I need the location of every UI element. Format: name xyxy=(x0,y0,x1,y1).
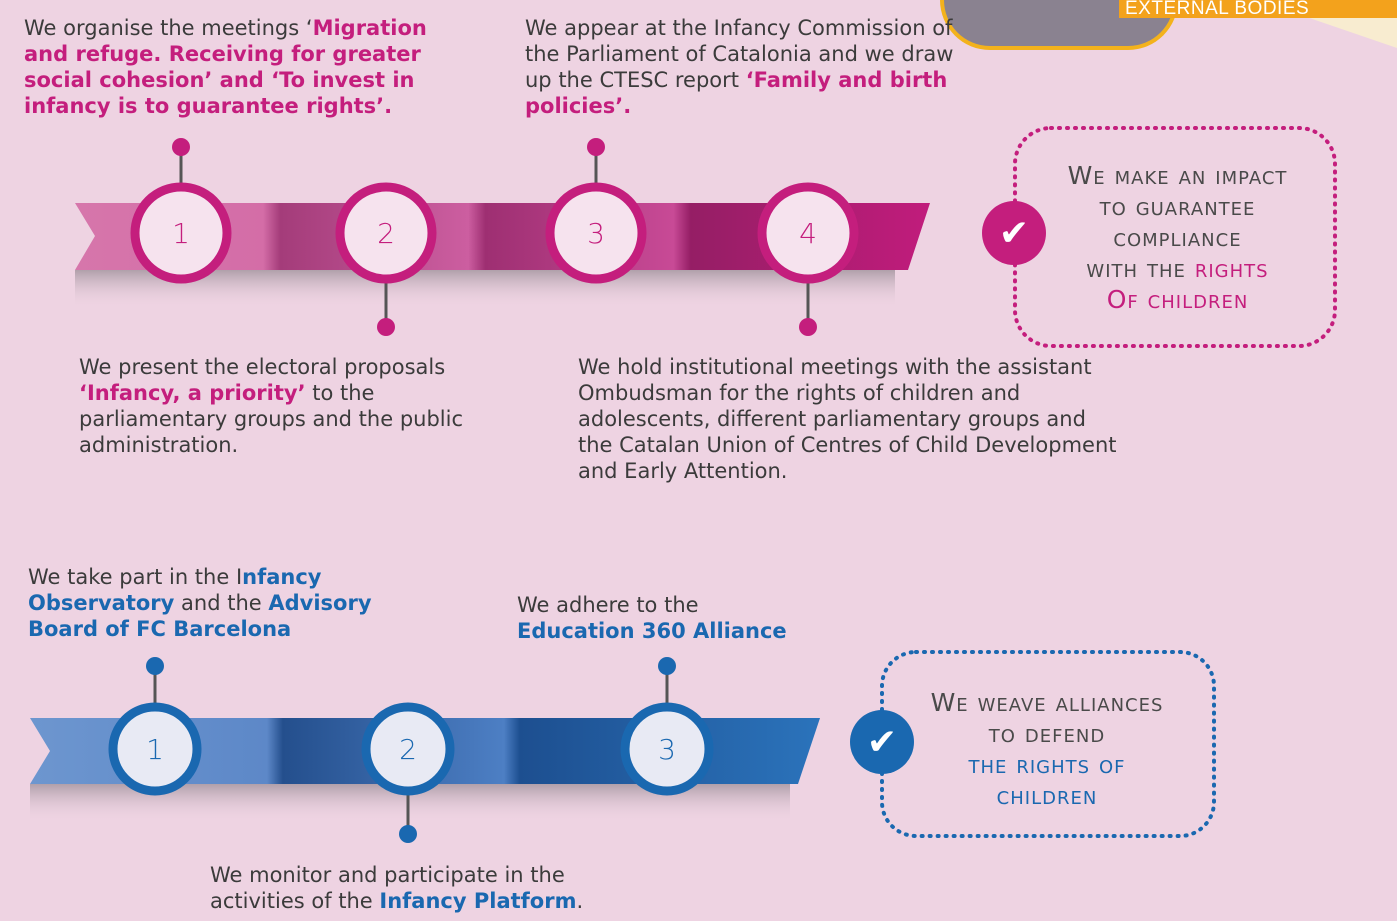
pink-step-number-1: 1 xyxy=(172,217,190,250)
blue-step1-text-bold1: nfancy Observatory xyxy=(28,565,322,615)
pink-step2-text: We present the electoral proposals ‘Infa… xyxy=(79,354,479,458)
pink-step-number-3: 3 xyxy=(587,217,605,250)
blue-step-circles xyxy=(108,702,714,796)
pink-check-badge xyxy=(982,201,1046,265)
pink-connector-dots xyxy=(172,138,817,336)
pink-step3-text: We appear at the Infancy Commission of t… xyxy=(525,15,965,119)
pink-step3-text-pre: We appear at the Infancy Commission of t… xyxy=(525,16,954,92)
pink-step2-text-bold: ‘Infancy, a priority’ xyxy=(79,381,306,405)
pink-step1-text: We organise the meetings ‘Migration and … xyxy=(24,15,464,119)
pink-step2-text-pre: We present the electoral proposals xyxy=(79,355,446,379)
pink-check-icon: ✔ xyxy=(999,213,1029,254)
pink-summary-line2: to guarantee xyxy=(1099,192,1256,221)
pink-step2-text-post: to the parliamentary groups and the publ… xyxy=(79,381,464,457)
pink-summary-text: We make an impact to guarantee complianc… xyxy=(1030,160,1325,315)
pink-summary-line4-accent: rights xyxy=(1194,254,1269,283)
blue-step3-text-bold: Education 360 Alliance xyxy=(517,619,787,643)
section-badge: EXTERNAL BODIES xyxy=(1119,0,1397,18)
blue-step2-text-pre: We monitor and participate in the activi… xyxy=(210,863,565,913)
blue-summary-box xyxy=(880,650,1216,838)
pink-summary-line4: with the rights xyxy=(1030,253,1325,284)
pink-ribbon-shadow xyxy=(75,270,895,308)
blue-check-icon: ✔ xyxy=(867,722,897,763)
blue-step-number-3: 3 xyxy=(658,733,676,766)
blue-step3-text-pre: We adhere to the xyxy=(517,593,699,617)
blue-check-badge xyxy=(850,710,914,774)
pink-summary-box xyxy=(1013,126,1337,348)
blue-step-number-1: 1 xyxy=(146,733,164,766)
pink-summary-line1: We make an impact xyxy=(1067,161,1288,190)
blue-step1-text-mid: and the xyxy=(174,591,269,615)
blue-step2-text-post: . xyxy=(576,889,584,913)
blue-step2-text-bold: Infancy Platform xyxy=(379,889,577,913)
blue-step1-text-bold2: Advisory Board of FC Barcelona xyxy=(28,591,372,641)
blue-summary-line2: to defend xyxy=(988,719,1106,748)
blue-step1-text-pre: We take part in the I xyxy=(28,565,243,589)
pink-step3-text-bold: ‘Family and birth policies’. xyxy=(525,68,948,118)
pink-summary-line5: Of children xyxy=(1106,285,1249,314)
pink-step1-text-bold: Migration and refuge. Receiving for grea… xyxy=(24,16,427,118)
blue-connector-dots xyxy=(146,657,676,843)
blue-summary-line3: the rights of xyxy=(968,750,1126,779)
pink-summary-line3: compliance xyxy=(1113,223,1242,252)
pink-ribbon xyxy=(75,203,930,270)
pink-summary-line4-text: with the xyxy=(1086,254,1195,283)
blue-step2-text: We monitor and participate in the activi… xyxy=(210,862,630,914)
pink-step4-text: We hold institutional meetings with the … xyxy=(578,355,1117,483)
pink-step-number-2: 2 xyxy=(377,217,395,250)
blue-summary-text: We weave alliances to defend the rights … xyxy=(893,687,1201,811)
blue-summary-line4: children xyxy=(996,781,1098,810)
pink-step-circles xyxy=(130,182,859,284)
blue-step1-text: We take part in the Infancy Observatory … xyxy=(28,564,418,642)
section-badge-label: EXTERNAL BODIES xyxy=(1125,0,1310,18)
pink-step1-text-pre: We organise the meetings ‘ xyxy=(24,16,313,40)
blue-step-number-2: 2 xyxy=(399,733,417,766)
blue-summary-line1: We weave alliances xyxy=(930,688,1164,717)
pink-step-number-4: 4 xyxy=(799,217,817,250)
